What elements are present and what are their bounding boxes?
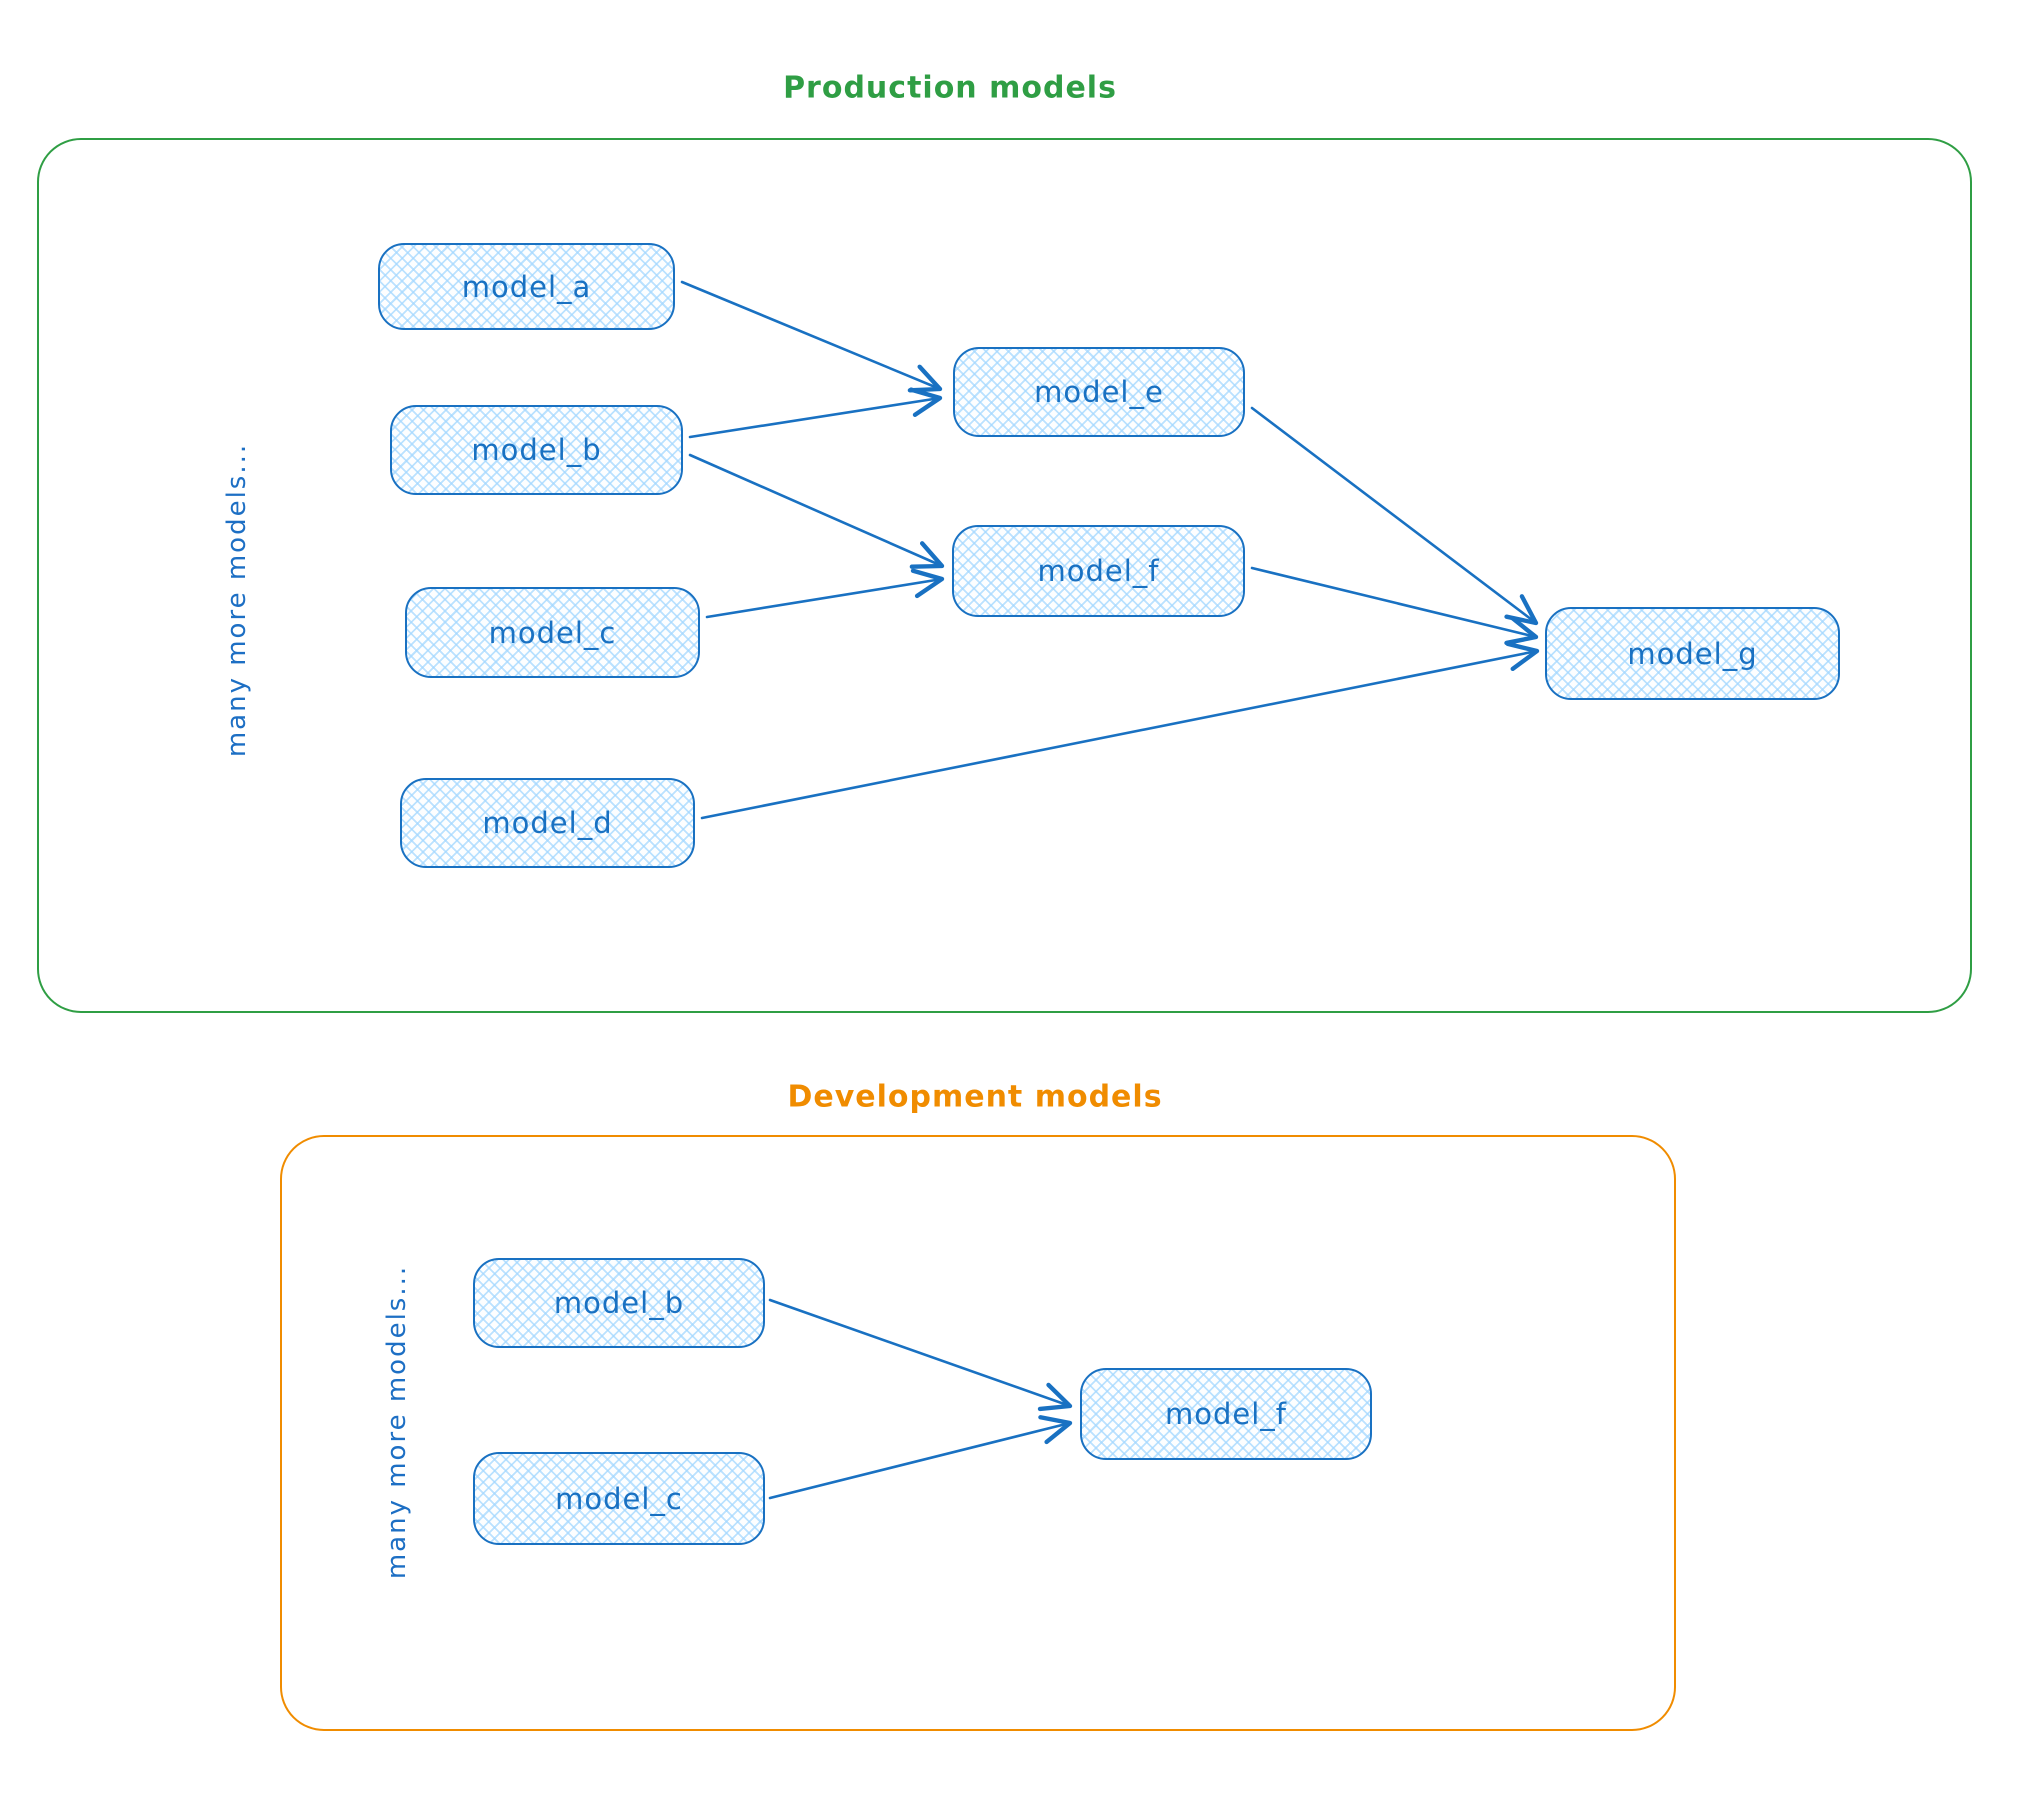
node-production-model-e: model_e [953,347,1245,437]
node-production-model-a-label: model_a [461,269,592,304]
node-production-model-d-label: model_d [482,806,613,840]
node-production-model-c-label: model_c [488,615,617,650]
node-development-model-c-label: model_c [555,1481,683,1516]
development-container [280,1135,1676,1731]
production-container [37,138,1972,1013]
production-side-label: many more models... [222,442,252,758]
node-production-model-b-label: model_b [471,433,602,467]
node-production-model-f: model_f [952,525,1245,617]
development-section-title: Development models [787,1079,1163,1115]
node-production-model-g: model_g [1545,607,1840,700]
node-production-model-g-label: model_g [1627,636,1758,671]
node-production-model-c: model_c [405,587,700,678]
node-production-model-a: model_a [378,243,675,330]
node-development-model-c: model_c [473,1452,765,1545]
node-development-model-b: model_b [473,1258,765,1348]
node-development-model-f: model_f [1080,1368,1372,1460]
node-production-model-e-label: model_e [1034,375,1164,409]
node-production-model-b: model_b [390,405,683,495]
node-development-model-f-label: model_f [1164,1397,1287,1431]
production-section-title: Production models [783,70,1117,106]
development-side-label: many more models... [382,1264,412,1580]
node-production-model-d: model_d [400,778,695,868]
node-production-model-f-label: model_f [1037,554,1160,588]
node-development-model-b-label: model_b [553,1286,685,1320]
